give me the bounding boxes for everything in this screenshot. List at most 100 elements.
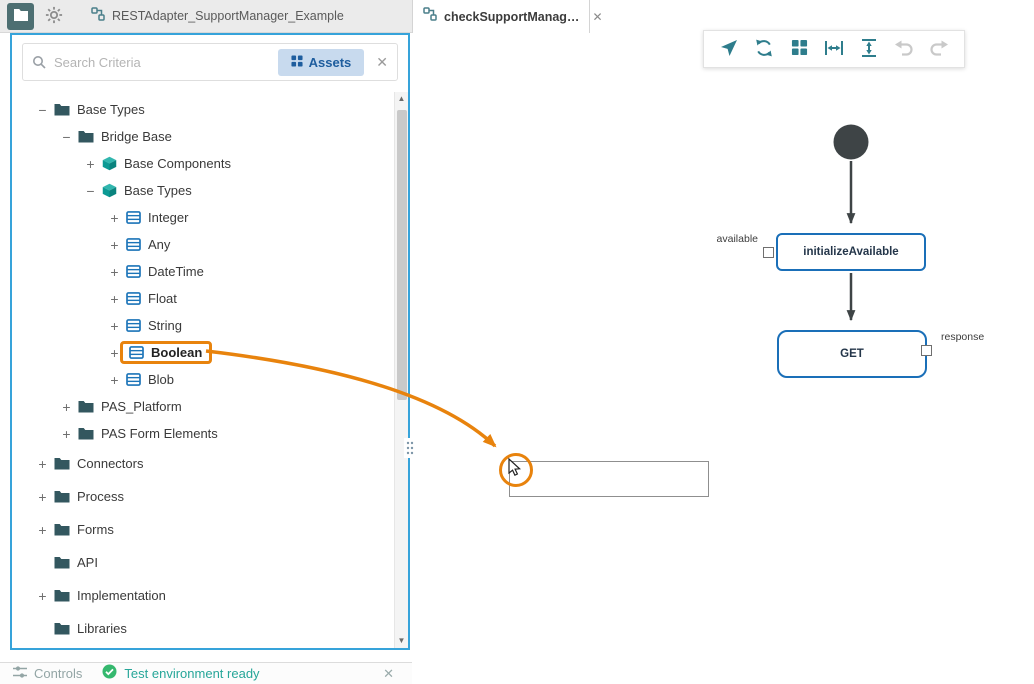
collapse-icon[interactable]: − xyxy=(86,182,95,199)
tree-item-pas-form-elements[interactable]: +PAS Form Elements xyxy=(12,420,408,447)
input-port[interactable] xyxy=(763,247,774,258)
folder-icon xyxy=(54,103,70,116)
expand-icon[interactable]: + xyxy=(86,155,95,172)
folder-icon xyxy=(54,523,70,536)
redo-button[interactable] xyxy=(925,35,953,63)
cube-icon xyxy=(102,183,117,198)
expand-icon[interactable]: + xyxy=(62,425,71,442)
expand-icon[interactable]: + xyxy=(38,521,47,538)
expand-icon[interactable]: + xyxy=(110,344,119,361)
tree-item-label: String xyxy=(148,318,182,333)
search-input[interactable] xyxy=(54,54,278,70)
tree-item-datetime[interactable]: + DateTime xyxy=(12,258,408,285)
type-icon xyxy=(126,238,141,251)
tree-node: Base Components xyxy=(99,156,231,171)
tree-node: Forms xyxy=(51,522,114,537)
expand-icon[interactable]: + xyxy=(110,290,119,307)
tree-item-label: Integer xyxy=(148,210,189,225)
panel-resize-handle[interactable] xyxy=(404,438,416,458)
folder-icon xyxy=(54,556,70,569)
tree-node: Implementation xyxy=(51,588,166,603)
drop-placeholder-rect[interactable] xyxy=(509,461,709,497)
close-icon[interactable]: ✕ xyxy=(383,665,394,681)
action-node-get[interactable]: GET xyxy=(777,330,927,378)
type-icon xyxy=(126,373,141,386)
tree-item-label: Connectors xyxy=(77,456,144,471)
expand-icon[interactable]: + xyxy=(62,398,71,415)
close-icon[interactable]: ✕ xyxy=(376,53,388,70)
node-label: initializeAvailable xyxy=(803,246,899,258)
fit-width-button[interactable] xyxy=(820,35,848,63)
type-icon xyxy=(126,211,141,224)
tree-item-any[interactable]: + Any xyxy=(12,231,408,258)
type-icon xyxy=(126,265,141,278)
settings-button[interactable] xyxy=(45,6,63,27)
tree-item-pas-platform[interactable]: +PAS_Platform xyxy=(12,393,408,420)
status-bar: Controls Test environment ready ✕ xyxy=(0,662,412,684)
tree-item-forms[interactable]: + Forms xyxy=(12,513,408,546)
tree-item-libraries[interactable]: Libraries xyxy=(12,612,408,645)
expand-icon[interactable]: + xyxy=(38,587,47,604)
expand-icon[interactable]: + xyxy=(38,455,47,472)
output-port[interactable] xyxy=(921,345,932,356)
folder-icon xyxy=(54,490,70,503)
environment-status: Test environment ready xyxy=(102,664,260,684)
tree-item-label: Boolean xyxy=(151,345,203,360)
model-icon xyxy=(91,6,105,26)
project-folder-button[interactable] xyxy=(7,2,34,30)
asset-tree: −Base Types−Bridge Base+Base Components−… xyxy=(12,96,408,645)
tree-item-blob[interactable]: + Blob xyxy=(12,366,408,393)
folder-icon xyxy=(78,130,94,143)
port-label-response: response xyxy=(941,331,985,343)
expand-icon[interactable]: + xyxy=(110,317,119,334)
scroll-down-icon[interactable]: ▼ xyxy=(397,636,406,645)
status-text: Test environment ready xyxy=(124,666,260,681)
action-node-initialize-available[interactable]: initializeAvailable xyxy=(776,233,926,271)
scrollbar-thumb[interactable] xyxy=(396,110,407,400)
start-event-node[interactable] xyxy=(833,124,869,160)
tree-item-base-types[interactable]: −Base Types xyxy=(12,177,408,204)
tree-node: Blob xyxy=(123,372,174,387)
tree-item-boolean[interactable]: + Boolean xyxy=(12,339,408,366)
expand-icon[interactable]: + xyxy=(38,488,47,505)
tree-item-base-types[interactable]: −Base Types xyxy=(12,96,408,123)
collapse-icon[interactable]: − xyxy=(38,101,47,118)
tree-item-integer[interactable]: + Integer xyxy=(12,204,408,231)
folder-icon xyxy=(54,589,70,602)
tab-project[interactable]: RESTAdapter_SupportManager_Example xyxy=(91,6,344,26)
refresh-button[interactable] xyxy=(750,35,778,63)
scroll-up-icon[interactable]: ▲ xyxy=(397,94,406,103)
expand-icon[interactable]: + xyxy=(110,209,119,226)
tab-project-label: RESTAdapter_SupportManager_Example xyxy=(112,9,344,23)
node-label: GET xyxy=(840,348,864,360)
tree-item-connectors[interactable]: + Connectors xyxy=(12,447,408,480)
tree-node: Base Types xyxy=(99,183,192,198)
layout-grid-button[interactable] xyxy=(785,35,813,63)
fit-width-icon xyxy=(824,39,844,60)
tree-item-api[interactable]: API xyxy=(12,546,408,579)
expand-icon[interactable]: + xyxy=(110,236,119,253)
expand-icon[interactable]: + xyxy=(110,371,119,388)
layout-grid-icon xyxy=(791,39,808,59)
tree-item-implementation[interactable]: + Implementation xyxy=(12,579,408,612)
tree-item-string[interactable]: + String xyxy=(12,312,408,339)
navigate-button[interactable] xyxy=(715,35,743,63)
tree-item-process[interactable]: +Process xyxy=(12,480,408,513)
model-icon xyxy=(423,7,437,26)
tree-item-label: DateTime xyxy=(148,264,204,279)
tree-item-bridge-base[interactable]: −Bridge Base xyxy=(12,123,408,150)
tab-editor-active[interactable]: checkSupportManag… ✕ xyxy=(412,0,603,33)
top-bar: RESTAdapter_SupportManager_Example xyxy=(0,0,412,33)
close-icon[interactable]: ✕ xyxy=(592,9,603,24)
tree-item-base-components[interactable]: + Base Components xyxy=(12,150,408,177)
tree-item-float[interactable]: +Float xyxy=(12,285,408,312)
controls-panel-toggle[interactable]: Controls xyxy=(13,665,82,683)
collapse-icon[interactable]: − xyxy=(62,128,71,145)
fit-height-button[interactable] xyxy=(855,35,883,63)
refresh-icon xyxy=(754,38,774,61)
tree-scrollbar[interactable]: ▲ ▼ xyxy=(394,92,408,648)
tree-node: Any xyxy=(123,237,170,252)
undo-button[interactable] xyxy=(890,35,918,63)
assets-filter-button[interactable]: Assets xyxy=(277,48,365,76)
expand-icon[interactable]: + xyxy=(110,263,119,280)
